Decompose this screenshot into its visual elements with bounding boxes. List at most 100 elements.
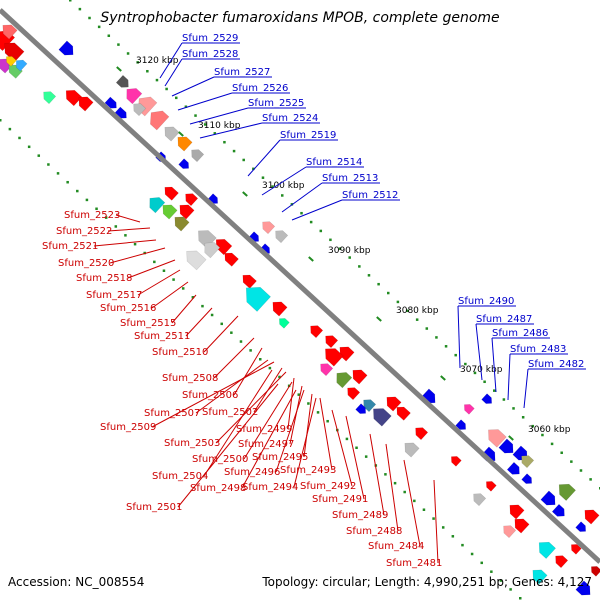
gene-feature [6, 56, 17, 67]
gene-label-text: Sfum_2528 [182, 49, 238, 60]
gene-feature [363, 399, 377, 413]
tick-dot [114, 225, 118, 228]
leader-line [433, 479, 439, 564]
tick-dot [239, 340, 243, 343]
leader-line [107, 227, 151, 232]
tick-dot [403, 490, 406, 494]
tick-dot [502, 398, 506, 401]
tick-dot [490, 570, 493, 573]
gene-label-text: Sfum_2483 [510, 344, 566, 355]
gene-label: Sfum_2498 [190, 389, 297, 494]
tick-dot [348, 256, 351, 259]
tick-dot [252, 167, 255, 171]
gene-label: Sfum_2524 [199, 113, 320, 139]
tick-dot [124, 234, 127, 237]
gene-label: Sfum_2525 [189, 98, 306, 125]
tick-dot [153, 260, 156, 264]
gene-label-text: Sfum_2502 [202, 407, 258, 418]
gene-label: Sfum_2513 [281, 173, 380, 213]
gene-label: Sfum_2484 [368, 459, 424, 552]
gene-label: Sfum_2499 [236, 377, 295, 435]
gene-feature [245, 287, 271, 312]
gene-label: Sfum_2492 [300, 409, 356, 492]
tick-dot [425, 327, 429, 330]
genome-backbone [0, 8, 600, 564]
tick-dot [570, 460, 573, 463]
gene-feature [521, 473, 532, 484]
gene-feature [204, 242, 221, 259]
leader-line [195, 359, 269, 414]
gene-label: Sfum_2504 [152, 369, 273, 482]
gene-feature [415, 427, 429, 441]
tick-dot [384, 473, 387, 476]
gene-label-text: Sfum_2486 [492, 328, 548, 339]
gene-label: Sfum_2522 [56, 226, 151, 237]
tick-mark [308, 256, 314, 262]
tick-dot [309, 220, 313, 224]
tick-dot [181, 287, 185, 290]
tick-dot [499, 579, 503, 582]
tick-dot [364, 455, 368, 458]
tick-dot [493, 389, 496, 392]
gene-feature [43, 91, 57, 105]
leader-line [171, 294, 197, 324]
gene-feature [347, 387, 361, 401]
gene-label-text: Sfum_2521 [42, 241, 98, 252]
gene-feature [540, 490, 556, 506]
gene-label: Sfum_2489 [332, 433, 388, 521]
leader-line [241, 389, 297, 489]
gene-label-text: Sfum_2507 [144, 408, 200, 419]
tick-dot [444, 345, 448, 348]
tick-dot [281, 194, 284, 197]
tick-dot [300, 211, 303, 215]
tick-dot [107, 34, 111, 37]
gene-label-text: Sfum_2484 [368, 541, 424, 552]
leader-line [151, 361, 275, 428]
gene-feature [242, 274, 257, 289]
gene-feature [15, 59, 28, 72]
tick-dot [413, 499, 416, 503]
gene-label-text: Sfum_2503 [164, 438, 220, 449]
gene-label-text: Sfum_2504 [152, 471, 208, 482]
gene-feature [352, 369, 368, 385]
tick-dot [319, 229, 323, 233]
gene-label: Sfum_2491 [312, 415, 368, 505]
gene-label: Sfum_2482 [523, 359, 586, 409]
gene-label: Sfum_2518 [76, 259, 176, 284]
accession-text: Accession: NC_008554 [8, 575, 144, 589]
tick-dot [367, 274, 371, 277]
gene-label: Sfum_2500 [192, 381, 293, 465]
gene-feature [65, 89, 83, 107]
gene-label-text: Sfum_2515 [120, 318, 176, 329]
tick-dot [27, 145, 31, 149]
gene-feature [320, 363, 334, 377]
tick-dot [78, 7, 82, 11]
gene-label-text: Sfum_2499 [236, 424, 292, 435]
gene-feature [404, 442, 420, 458]
gene-label: Sfum_2493 [280, 397, 336, 476]
leader-line [127, 259, 176, 279]
gene-label: Sfum_2487 [475, 314, 534, 381]
leader-line [523, 368, 529, 409]
gene-label: Sfum_2503 [164, 371, 287, 449]
tick-dot [278, 375, 281, 379]
tick-dot [184, 105, 188, 108]
gene-label: Sfum_2508 [162, 337, 255, 384]
gene-feature [481, 393, 492, 404]
tick-dot [326, 419, 329, 423]
topology-text: Topology: circular; Length: 4,990,251 bp… [261, 575, 592, 589]
tick-dot [104, 216, 108, 219]
tick-mark [242, 191, 248, 197]
tick-mark [178, 131, 184, 137]
tick-dot [136, 61, 139, 64]
gene-label: Sfum_2495 [252, 393, 313, 463]
gene-label-text: Sfum_2526 [232, 83, 288, 94]
gene-feature [506, 461, 520, 475]
kbp-tick-label: 3120 kbp [136, 56, 179, 66]
leader-line [164, 58, 183, 87]
gene-feature [464, 404, 475, 415]
kbp-tick-label: 3110 kbp [198, 121, 241, 131]
gene-label-text: Sfum_2490 [458, 296, 514, 307]
leader-line [507, 353, 511, 401]
tick-dot [464, 362, 467, 366]
